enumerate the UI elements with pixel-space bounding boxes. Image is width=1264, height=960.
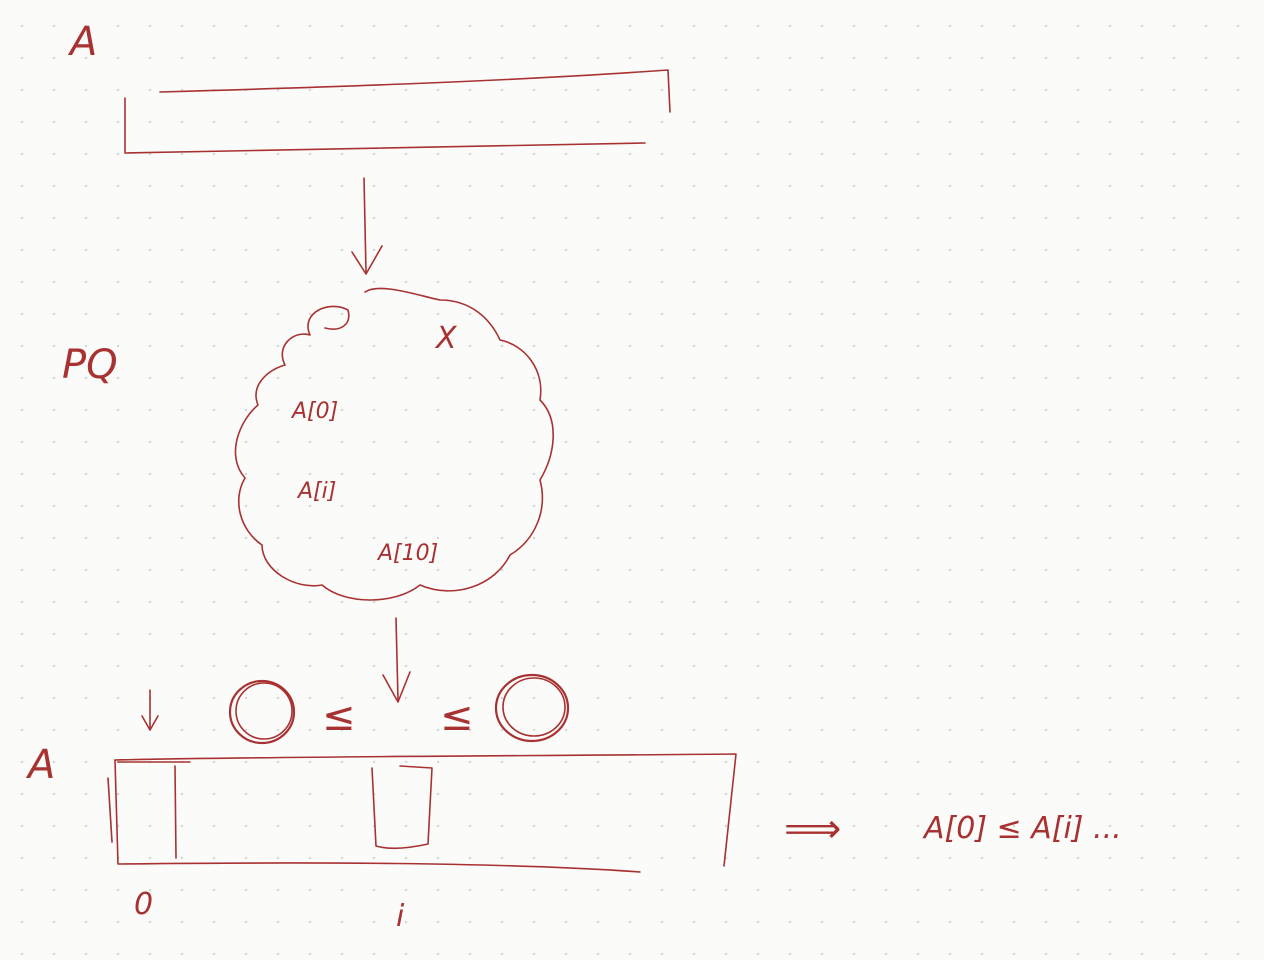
right-circle-inner: [502, 677, 566, 737]
cloud-item-a0: A[0]: [290, 399, 338, 424]
cloud-x-mark: X: [434, 321, 458, 356]
left-circle-inner: [235, 682, 293, 740]
arrow-to-index-zero: [141, 689, 159, 731]
index-i-label: i: [396, 899, 405, 934]
conclusion-text: A[0] ≤ A[i] ...: [922, 811, 1122, 846]
top-array-label: A: [67, 19, 97, 65]
cloud-item-ai: A[i]: [296, 479, 336, 504]
arrow-down-from-pq: [382, 617, 411, 703]
cell-i-box: [371, 765, 433, 849]
index-zero-label: 0: [134, 887, 153, 922]
top-array-box: [124, 69, 671, 154]
implies-arrow: ⟹: [784, 806, 841, 852]
pq-label: PQ: [62, 342, 118, 388]
right-circle: [494, 673, 570, 743]
arrow-down-to-pq: [351, 177, 383, 275]
cloud-item-a10: A[10]: [376, 541, 438, 566]
left-circle: [228, 679, 296, 745]
bottom-array-label: A: [25, 742, 55, 788]
bottom-array-box: [107, 753, 737, 873]
leq-right: ≤: [440, 694, 474, 740]
leq-left: ≤: [322, 694, 356, 740]
pq-cloud-shape: [234, 287, 554, 601]
